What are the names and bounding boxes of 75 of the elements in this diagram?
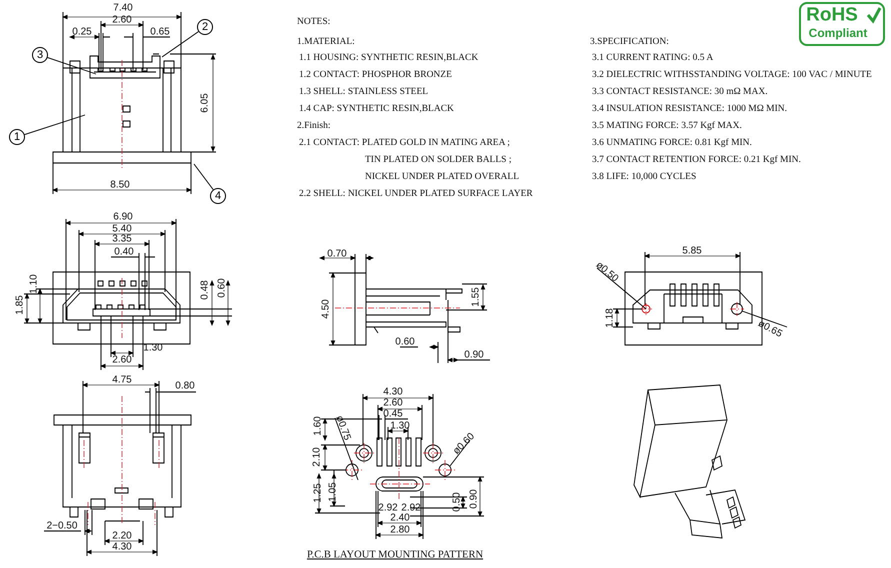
dimension-label: ø0.75 [333,414,353,442]
dimension-label: 4.30 [383,386,403,398]
dimension-label: 0.25 [72,26,92,38]
dimension-label: 2.92 [401,502,421,514]
note-text: 1.4 CAP: SYNTHETIC RESIN,BLACK [299,104,454,114]
note-text: 1.3 SHELL: STAINLESS STEEL [299,87,428,97]
leader-line [24,114,86,135]
dimension-label: 0.65 [150,26,170,38]
callout-number: 3 [32,47,48,63]
dimension-label: 0.60 [395,336,415,348]
note-text: 2.2 SHELL: NICKEL UNDER PLATED SURFACE LAYER [299,189,533,199]
dimension-label: 3.35 [112,234,132,244]
dimension-label: 0.40 [114,246,134,258]
view-caption: P.C.B LAYOUT MOUNTING PATTERN [306,550,484,560]
dimension-label: 6.90 [113,212,133,222]
note-text: 1.2 CONTACT: PHOSPHOR BRONZE [299,70,452,80]
dimension-label: 2−0.50 [46,520,78,532]
note-text: 3.1 CURRENT RATING: 0.5 A [592,53,714,63]
dimension-label: 0.90 [464,350,484,360]
callout-number: 4 [210,188,226,204]
dimension-label: 1.10 [28,274,40,294]
dimension-label: 7.40 [113,2,133,14]
note-text: 2.1 CONTACT: PLATED GOLD IN MATING AREA ; [299,138,510,148]
note-text: 2.Finish: [297,121,331,131]
dimension-label: 2.60 [112,14,132,26]
dimension-label: 6.05 [200,93,210,113]
dimension-label: 0.80 [175,380,195,392]
dimension-label: 0.90 [468,489,480,509]
note-text: 3.4 INSULATION RESISTANCE: 1000 MΩ MIN. [592,104,787,114]
dimension-label: 2.60 [112,354,132,366]
callout-number: 1 [9,129,25,145]
dimension-label: 4.30 [112,542,132,552]
dimension-label: 8.50 [110,180,130,190]
dimension-label: 2.80 [390,524,410,536]
dimension-label: 0.48 [200,280,210,300]
note-text: 3.6 UNMATING FORCE: 0.81 Kgf MIN. [592,138,752,148]
note-text: 1.MATERIAL: [297,37,355,47]
dimension-label: ø0.65 [756,318,784,340]
dimension-label: 5.40 [112,224,132,234]
note-text: 3.SPECIFICATION: [590,37,669,47]
dimension-label: 5.85 [682,246,702,256]
dimension-label: 0.45 [383,408,403,420]
leader-line [162,31,199,58]
dimension-label: 0.70 [327,248,347,260]
note-text: 3.8 LIFE: 10,000 CYCLES [592,172,696,182]
note-text: 3.3 CONTACT RESISTANCE: 30 mΩ MAX. [592,87,768,97]
leader-line [194,164,214,190]
dimension-label: 1.30 [390,420,410,432]
note-text: NOTES: [297,17,330,27]
dimension-label: 0.60 [216,278,228,298]
note-text: 3.7 CONTACT RETENTION FORCE: 0.21 Kgf MIN. [592,155,801,165]
dimension-label: 1.05 [328,482,338,502]
dimension-label: 1.85 [14,295,26,315]
leader-line [47,57,96,74]
note-text: 1.1 HOUSING: SYNTHETIC RESIN,BLACK [299,53,478,63]
dimension-label: 2.40 [390,512,410,524]
dimension-label: 1.30 [143,342,163,354]
dimension-label: 0.50 [452,492,462,512]
dimension-label: 2.60 [383,398,403,408]
dimension-label: 1.60 [312,416,324,436]
dimension-label: 2.20 [112,530,132,542]
badge-title: RoHS [806,6,858,24]
dimension-label: 2.92 [378,502,398,514]
dimension-label: 1.55 [470,287,482,307]
dimension-label: 1.25 [312,483,324,503]
dimension-label: 1.18 [604,308,616,328]
badge-text: Compliant [808,27,868,39]
note-text: NICKEL UNDER PLATED OVERALL [365,172,520,182]
dimension-label: 4.50 [320,299,332,319]
dimension-label: 2.10 [312,447,322,467]
note-text: 3.2 DIELECTRIC WITHSSTANDING VOLTAGE: 100 VAC / MINUTE [592,70,872,80]
dimension-label: 4.75 [112,374,132,386]
note-text: 3.5 MATING FORCE: 3.57 Kgf MAX. [592,121,742,131]
callout-number: 2 [197,19,213,35]
note-text: TIN PLATED ON SOLDER BALLS ; [365,155,512,165]
